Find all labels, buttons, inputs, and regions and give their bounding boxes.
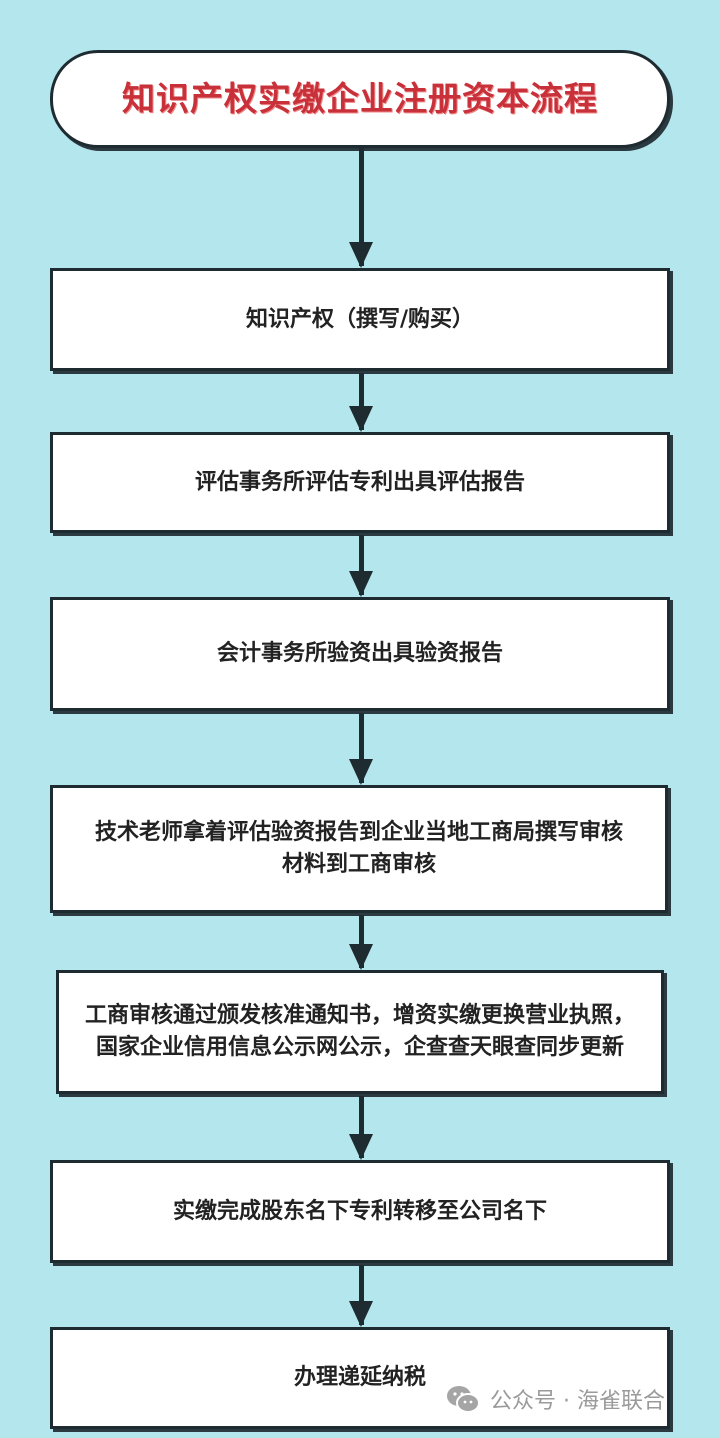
flow-arrow [349,713,373,785]
flow-arrow [349,1096,373,1160]
flow-arrow [349,1265,373,1327]
flow-title: 知识产权实缴企业注册资本流程 [50,50,670,148]
step-6: 实缴完成股东名下专利转移至公司名下 [50,1160,670,1263]
watermark: 公众号 · 海雀联合 [446,1383,665,1415]
step-7: 办理递延纳税 [50,1327,670,1429]
flow-arrow [349,373,373,432]
flow-arrow [349,148,373,268]
step-4: 技术老师拿着评估验资报告到企业当地工商局撰写审核材料到工商审核 [50,785,668,913]
step-1: 知识产权（撰写/购买） [50,268,670,371]
step-3: 会计事务所验资出具验资报告 [50,597,670,711]
flow-arrow [349,535,373,597]
wechat-icon [447,1386,480,1413]
step-5: 工商审核通过颁发核准通知书，增资实缴更换营业执照，国家企业信用信息公示网公示，企… [56,970,664,1094]
step-2: 评估事务所评估专利出具评估报告 [50,432,670,533]
flow-arrow [349,915,373,970]
watermark-text: 公众号 · 海雀联合 [490,1389,665,1414]
